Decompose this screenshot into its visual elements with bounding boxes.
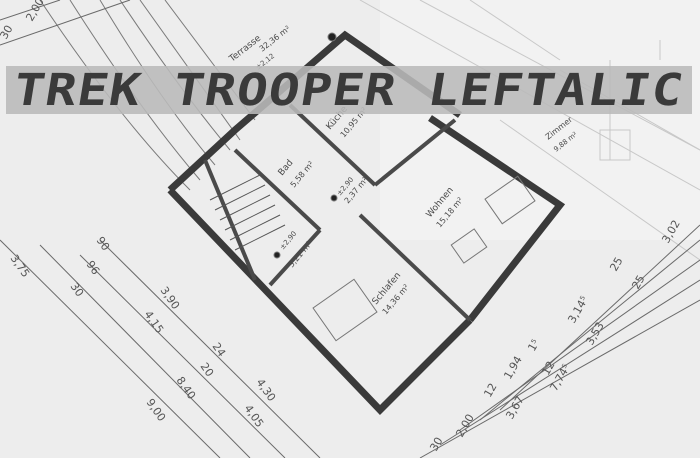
dim-bottom-7: 12 — [539, 359, 557, 378]
dim-bottom-1: 30 — [427, 435, 445, 454]
dim-bottom-6: 1⁵ — [525, 337, 542, 353]
furniture — [273, 32, 536, 342]
banner-title: Trek Trooper Leftalic — [10, 64, 688, 116]
dim-bottom-3: 12 — [481, 381, 499, 400]
font-preview-banner: Trek Trooper Leftalic — [6, 64, 692, 116]
interior-walls — [203, 103, 472, 322]
dim-bottom-12: 25 — [629, 273, 647, 292]
staircase — [209, 174, 286, 251]
dim-bottom-11: 25 — [607, 255, 625, 274]
